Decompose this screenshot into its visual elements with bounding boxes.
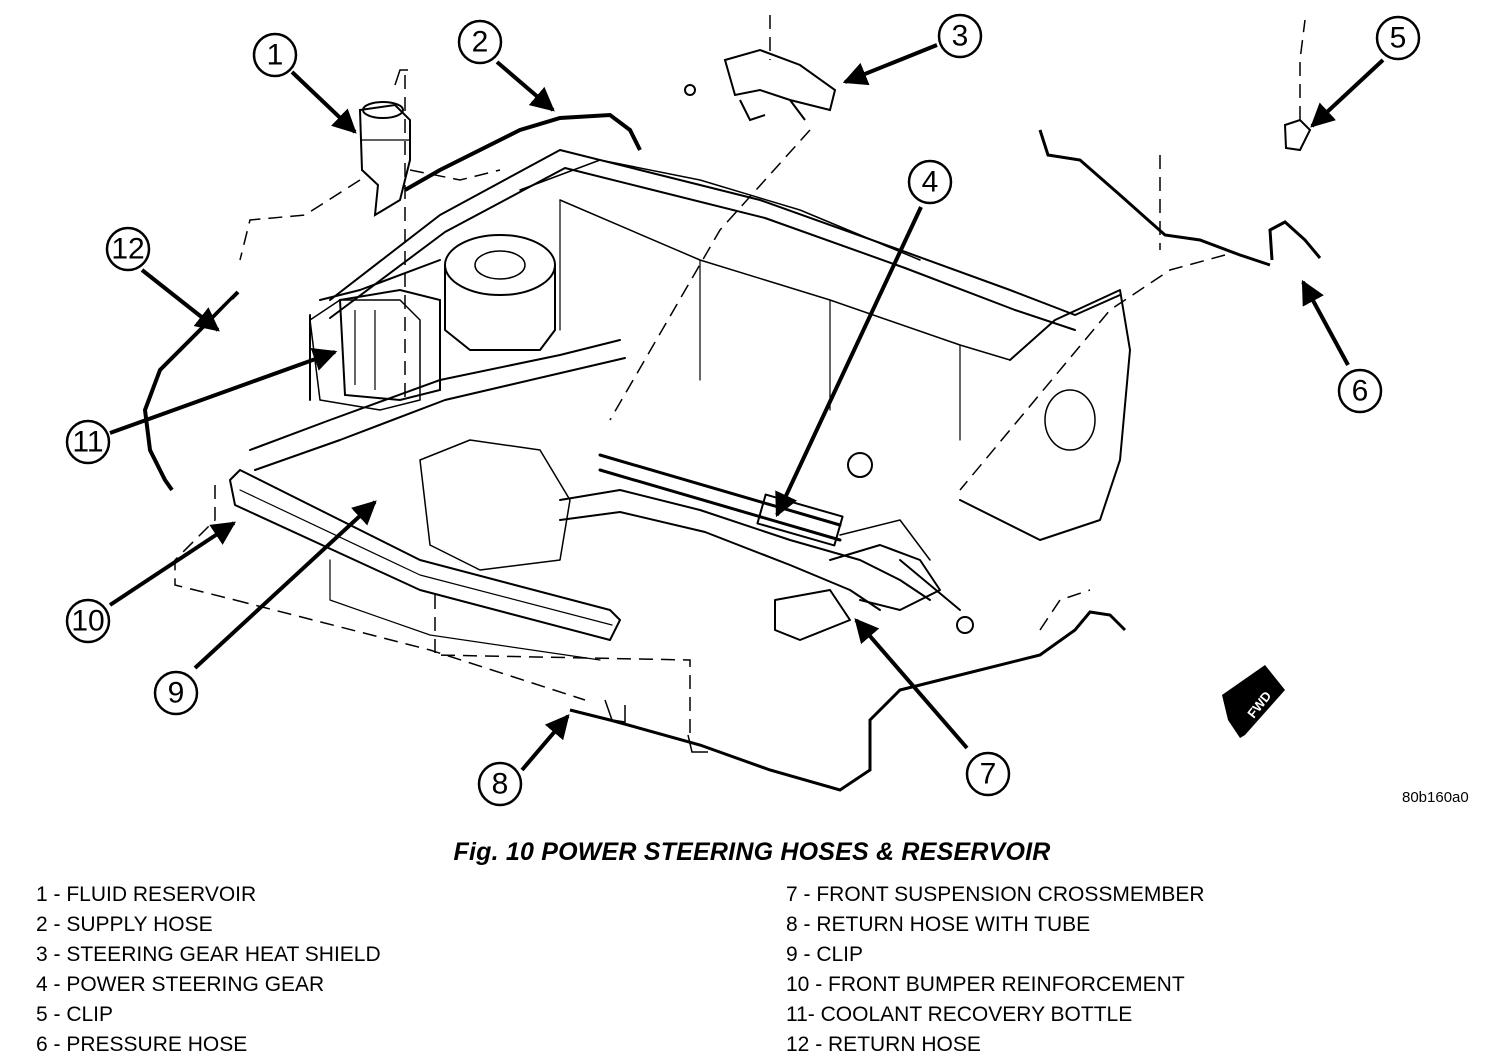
callout-circle-1 bbox=[252, 32, 298, 78]
power-steering-diagram: 1 2 3 4 5 6 7 8 9 10 11 12 FWD 80b160a0 bbox=[65, 13, 1469, 807]
legend-item: 11- COOLANT RECOVERY BOTTLE bbox=[786, 1003, 1133, 1026]
callout-leaders bbox=[108, 43, 1385, 772]
engine-compartment-illustration bbox=[229, 149, 1131, 661]
callout-number-1: 1 bbox=[267, 39, 284, 72]
callout-number-11: 11 bbox=[72, 426, 103, 459]
callout-number-9: 9 bbox=[168, 677, 185, 710]
callout-circle-7 bbox=[965, 751, 1011, 797]
callout-number-12: 12 bbox=[111, 233, 144, 266]
callout-circles bbox=[65, 13, 1421, 807]
legend-item: 10 - FRONT BUMPER REINFORCEMENT bbox=[786, 973, 1185, 996]
callout-number-10: 10 bbox=[71, 605, 104, 638]
callout-circle-11 bbox=[65, 419, 111, 465]
callout-number-7: 7 bbox=[980, 758, 997, 791]
legend-item: 5 - CLIP bbox=[36, 1003, 114, 1026]
callout-numbers: 1 2 3 4 5 6 7 8 9 10 11 12 bbox=[71, 20, 1406, 801]
legend-left-column: 1 - FLUID RESERVOIR 2 - SUPPLY HOSE 3 - … bbox=[36, 880, 381, 1060]
callout-circle-12 bbox=[105, 226, 151, 272]
pressure-hose bbox=[1038, 129, 1322, 267]
steering-gear-heat-shield bbox=[684, 48, 837, 122]
coolant-recovery-bottle bbox=[338, 288, 441, 402]
legend-item: 1 - FLUID RESERVOIR bbox=[36, 883, 257, 906]
figure-title: Fig. 10 POWER STEERING HOSES & RESERVOIR bbox=[453, 838, 1051, 866]
callout-circle-6 bbox=[1337, 368, 1383, 414]
callout-number-6: 6 bbox=[1352, 375, 1369, 408]
callout-number-3: 3 bbox=[952, 20, 969, 53]
callout-circle-2 bbox=[457, 19, 503, 65]
fluid-reservoir bbox=[358, 69, 411, 217]
legend-item: 6 - PRESSURE HOSE bbox=[36, 1033, 248, 1056]
callout-number-4: 4 bbox=[922, 166, 939, 199]
legend-item: 9 - CLIP bbox=[786, 943, 864, 966]
return-hose bbox=[142, 290, 240, 492]
legend-item: 3 - STEERING GEAR HEAT SHIELD bbox=[36, 943, 381, 966]
legend-item: 7 - FRONT SUSPENSION CROSSMEMBER bbox=[786, 883, 1205, 906]
supply-hose bbox=[404, 112, 642, 192]
drawing-code: 80b160a0 bbox=[1402, 789, 1469, 806]
fwd-arrow-icon: FWD bbox=[1222, 665, 1285, 738]
callout-circle-10 bbox=[65, 598, 111, 644]
callout-circle-4 bbox=[907, 159, 953, 205]
callout-number-5: 5 bbox=[1390, 22, 1407, 55]
clip-upper bbox=[1283, 118, 1312, 152]
legend-item: 2 - SUPPLY HOSE bbox=[36, 913, 213, 936]
callout-circle-9 bbox=[153, 670, 199, 716]
legend-right-column: 7 - FRONT SUSPENSION CROSSMEMBER 8 - RET… bbox=[786, 880, 1205, 1060]
legend-item: 8 - RETURN HOSE WITH TUBE bbox=[786, 913, 1091, 936]
callout-circle-8 bbox=[477, 761, 523, 807]
callout-number-2: 2 bbox=[472, 26, 489, 59]
return-hose-with-tube bbox=[569, 610, 1127, 792]
routing-leader-lines bbox=[174, 15, 1306, 735]
callout-number-8: 8 bbox=[492, 768, 509, 801]
legend-item: 4 - POWER STEERING GEAR bbox=[36, 973, 325, 996]
callout-circle-3 bbox=[937, 13, 983, 59]
legend-item: 12 - RETURN HOSE bbox=[786, 1033, 981, 1056]
callout-circle-5 bbox=[1375, 15, 1421, 61]
